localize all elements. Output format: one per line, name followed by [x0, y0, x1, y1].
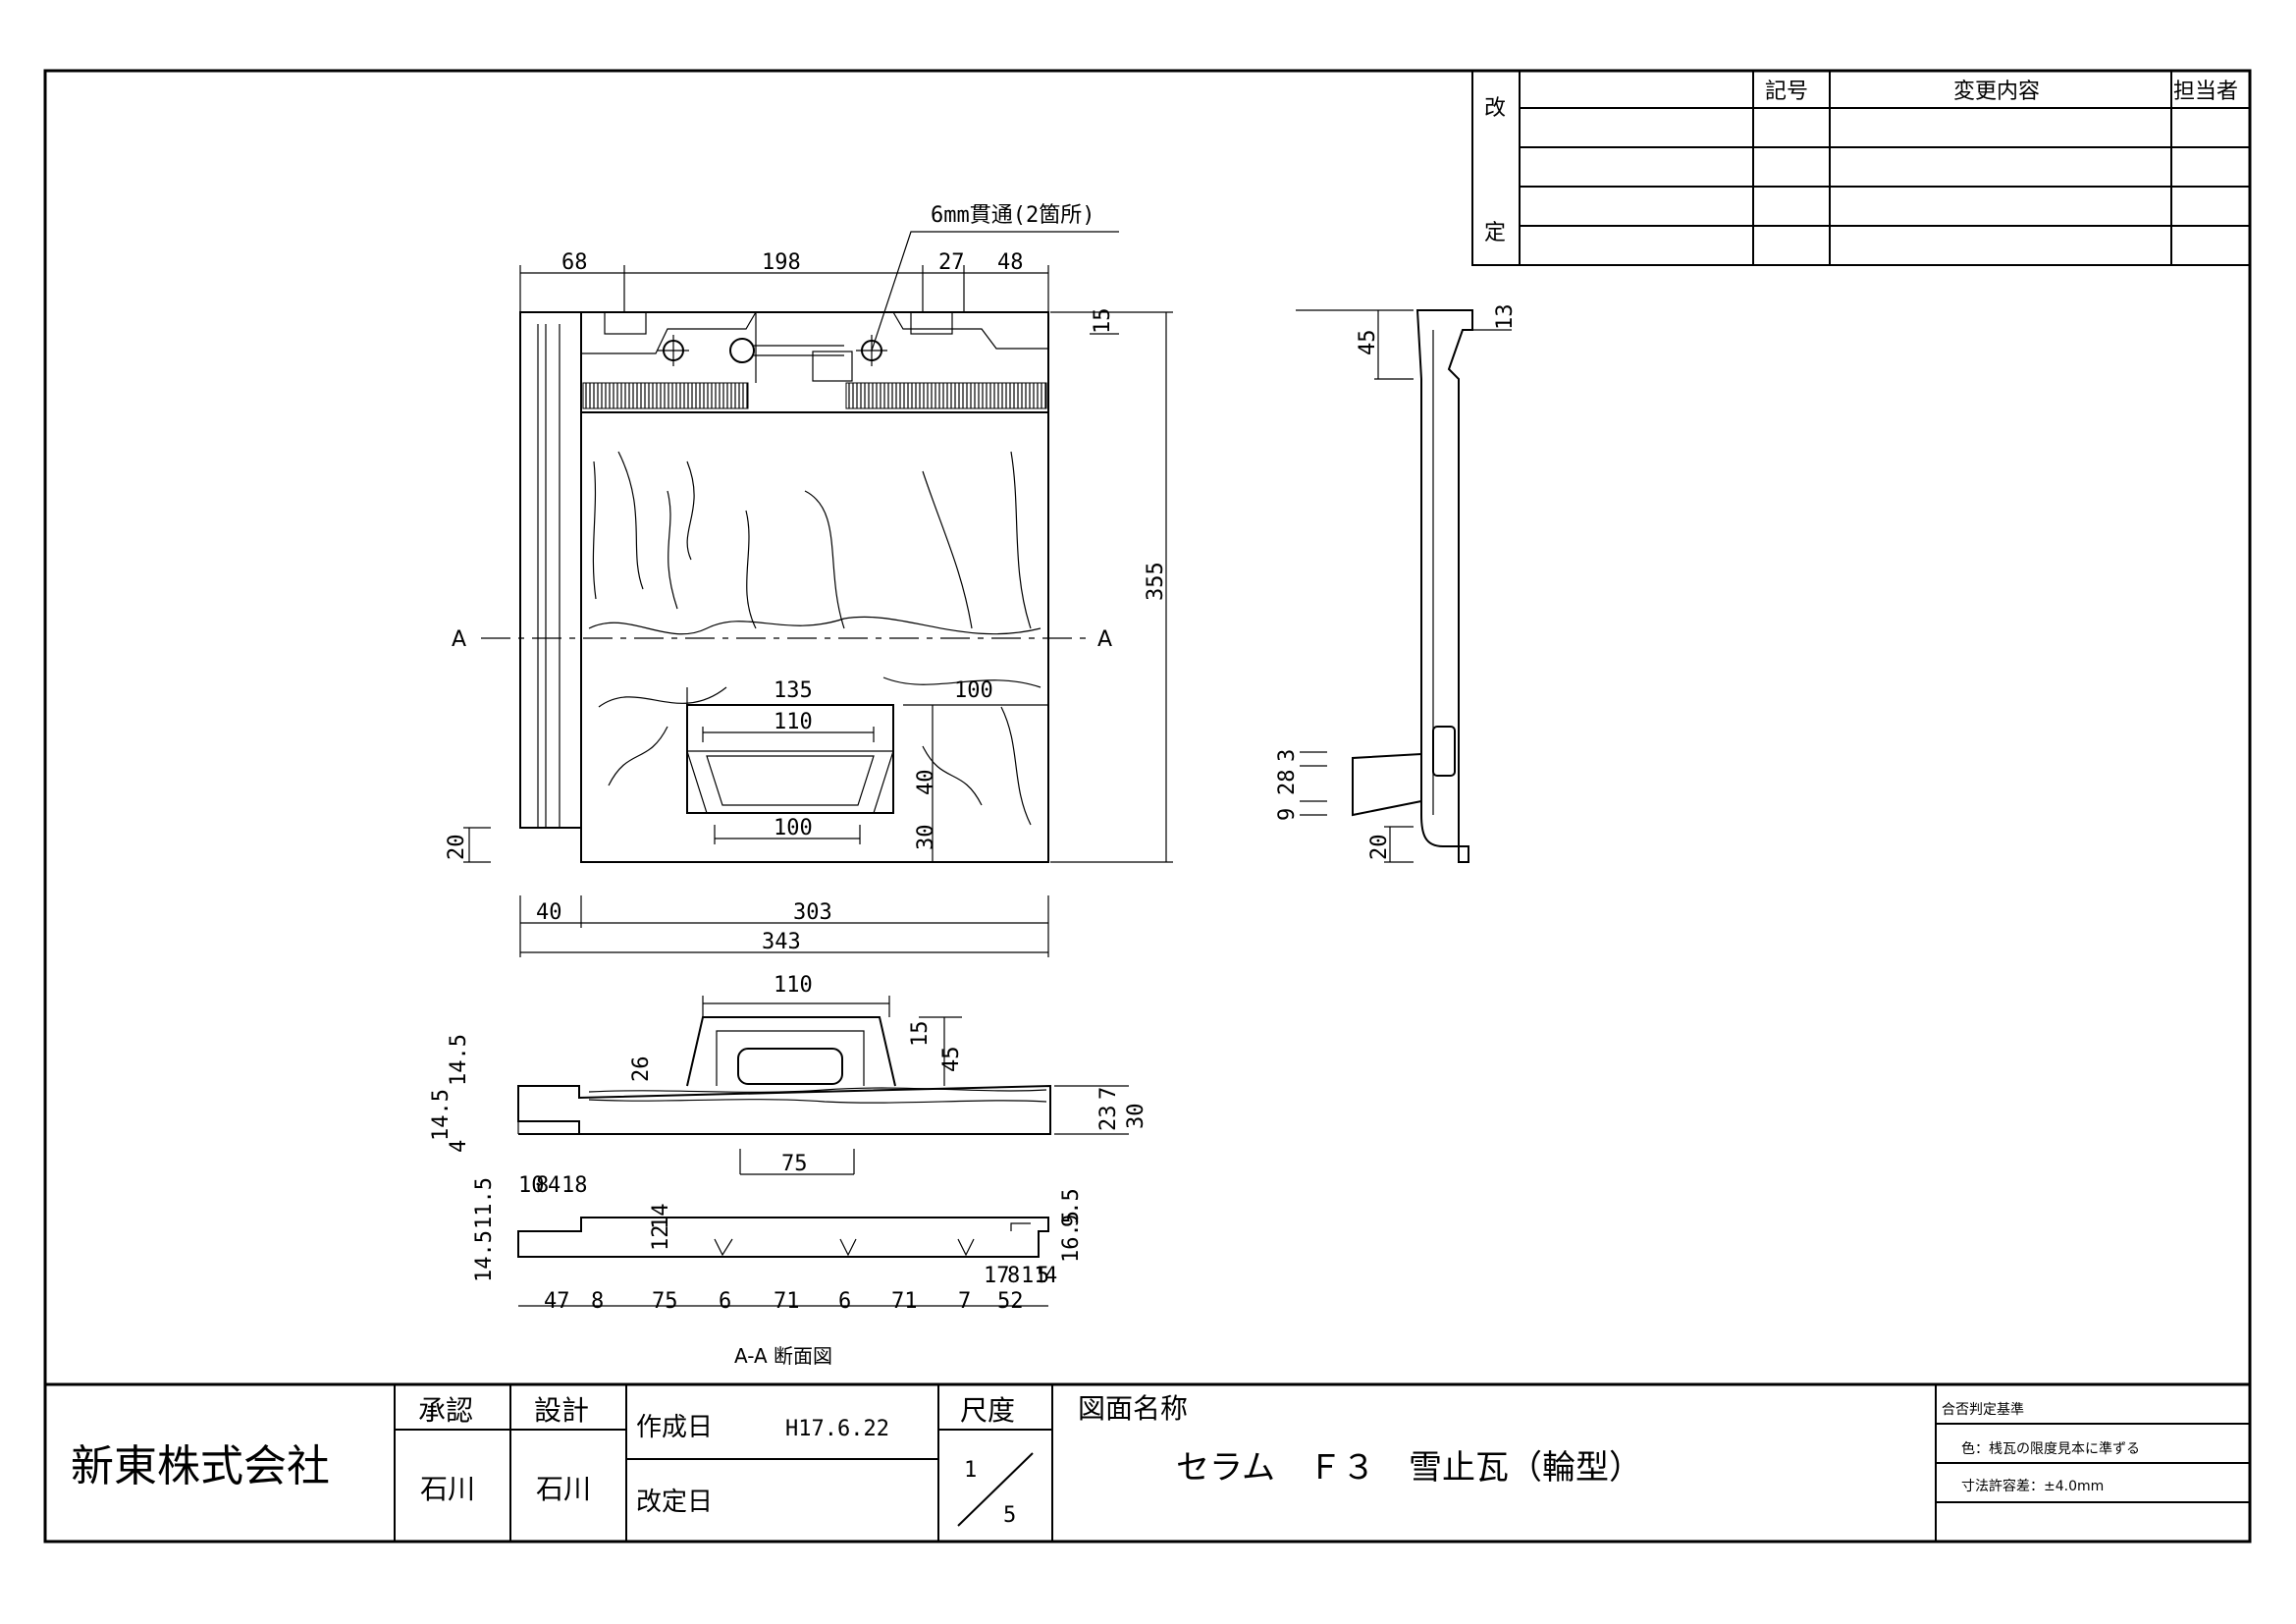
sec-dim-14-5-upper: 14.5 — [447, 1034, 471, 1086]
aa-dim-8b: 8 — [1007, 1264, 1020, 1288]
sec-dim-75: 75 — [781, 1152, 808, 1176]
dim-27: 27 — [938, 250, 965, 275]
aa-section-view: 10 8 4 18 14.5 11.5 12 14 16.5 9.5 17 8 … — [472, 1173, 1084, 1368]
dim-30: 30 — [914, 825, 938, 851]
side-dim-13: 13 — [1493, 304, 1518, 331]
aa-dim-18: 18 — [561, 1173, 588, 1198]
dim-355: 355 — [1144, 562, 1168, 601]
revised-label: 改定日 — [636, 1488, 713, 1517]
aa-dim-11: 11 — [1021, 1264, 1047, 1288]
sec-dim-110: 110 — [774, 973, 813, 998]
aa-dim-10: 10 — [518, 1173, 545, 1198]
aa-dim-14-5: 14.5 — [472, 1230, 497, 1282]
side-dim-28: 28 — [1275, 770, 1300, 796]
aa-dim-4b: 4 — [1044, 1264, 1057, 1288]
aa-dim-8c: 8 — [591, 1289, 604, 1314]
drawing-name: セラム Ｆ３ 雪止瓦（輪型） — [1176, 1448, 1642, 1488]
aa-dim-6a: 6 — [719, 1289, 731, 1314]
aa-dim-5: 5 — [1037, 1264, 1049, 1288]
design-label: 設計 — [534, 1394, 589, 1427]
aa-dim-11-5: 11.5 — [472, 1177, 497, 1229]
revision-col-content: 変更内容 — [1953, 80, 2040, 104]
side-dim-20: 20 — [1367, 835, 1392, 861]
scale-label: 尺度 — [960, 1394, 1015, 1427]
dim-40: 40 — [914, 770, 938, 796]
criteria-color: 色：桟瓦の限度見本に準ずる — [1961, 1440, 2140, 1457]
criteria-tolerance: 寸法許容差：±4.0mm — [1961, 1478, 2104, 1494]
aa-dim-9-5: 9.5 — [1059, 1188, 1084, 1227]
side-dim-45: 45 — [1356, 330, 1380, 356]
front-section-view: 110 15 45 26 14.5 14.5 4 23 7 30 75 — [429, 973, 1148, 1176]
sec-dim-7: 7 — [1096, 1087, 1121, 1100]
sec-dim-15: 15 — [908, 1021, 933, 1048]
aa-dim-16-5: 16.5 — [1059, 1211, 1084, 1263]
scale-numerator: 1 — [964, 1458, 977, 1483]
dim-135: 135 — [774, 678, 813, 703]
hole-note: 6mm貫通(2箇所) — [931, 203, 1095, 228]
section-mark-right: A — [1097, 627, 1112, 652]
section-title: A-A 断面図 — [734, 1344, 832, 1368]
aa-dim-52: 52 — [997, 1289, 1024, 1314]
aa-dim-71a: 71 — [774, 1289, 800, 1314]
revision-label-top: 改 — [1484, 96, 1506, 121]
dim-100-upper: 100 — [954, 678, 993, 703]
dim-343: 343 — [762, 930, 801, 954]
aa-dim-47: 47 — [544, 1289, 570, 1314]
revision-col-person: 担当者 — [2173, 80, 2238, 104]
drawing-name-label: 図面名称 — [1078, 1392, 1188, 1425]
side-dim-9: 9 — [1275, 808, 1300, 821]
title-block: 新東株式会社 承認 設計 石川 石川 作成日 H17.6.22 改定日 尺度 1… — [45, 1382, 2250, 1542]
aa-dim-71b: 71 — [891, 1289, 918, 1314]
aa-dim-4: 4 — [548, 1173, 561, 1198]
sec-dim-14-5-lower: 14.5 — [429, 1089, 454, 1141]
aa-dim-17: 17 — [984, 1264, 1010, 1288]
dim-198: 198 — [762, 250, 801, 275]
revision-table: 改 定 記号 変更内容 担当者 — [1471, 70, 2251, 266]
sec-dim-23: 23 — [1096, 1106, 1121, 1132]
revision-label-bottom: 定 — [1484, 221, 1506, 245]
created-date: H17.6.22 — [785, 1417, 889, 1441]
section-mark-left: A — [452, 627, 466, 652]
scale-denominator: 5 — [1003, 1503, 1016, 1528]
sec-dim-26: 26 — [629, 1056, 654, 1083]
plan-view: A A 68 198 27 48 6mm貫通(2箇所) 15 355 135 1… — [445, 203, 1173, 957]
dim-15-right: 15 — [1091, 308, 1115, 335]
criteria-label: 合否判定基準 — [1942, 1401, 2024, 1418]
side-dim-3: 3 — [1275, 749, 1300, 762]
aa-dim-6b: 6 — [838, 1289, 851, 1314]
dim-40-bottom: 40 — [536, 900, 562, 925]
approve-label: 承認 — [418, 1394, 473, 1427]
side-view: 45 13 9 28 3 20 — [1275, 304, 1518, 863]
approve-name: 石川 — [420, 1473, 475, 1505]
dim-48: 48 — [997, 250, 1024, 275]
design-name: 石川 — [536, 1473, 591, 1505]
aa-dim-12: 12 — [649, 1225, 673, 1252]
sec-dim-45: 45 — [939, 1047, 964, 1073]
sec-dim-4: 4 — [447, 1140, 471, 1153]
dim-303: 303 — [793, 900, 832, 925]
dim-20-left: 20 — [445, 835, 469, 861]
created-label: 作成日 — [636, 1413, 713, 1442]
aa-dim-7: 7 — [958, 1289, 971, 1314]
aa-dim-14: 14 — [649, 1204, 673, 1230]
sec-dim-30: 30 — [1124, 1104, 1148, 1130]
drawing-border — [43, 69, 2252, 1543]
dim-110: 110 — [774, 710, 813, 734]
aa-dim-75: 75 — [652, 1289, 678, 1314]
revision-col-symbol: 記号 — [1765, 80, 1808, 104]
dim-100-lower: 100 — [774, 816, 813, 840]
dim-68: 68 — [561, 250, 588, 275]
company-name: 新東株式会社 — [71, 1441, 330, 1491]
aa-dim-8: 8 — [536, 1173, 549, 1198]
